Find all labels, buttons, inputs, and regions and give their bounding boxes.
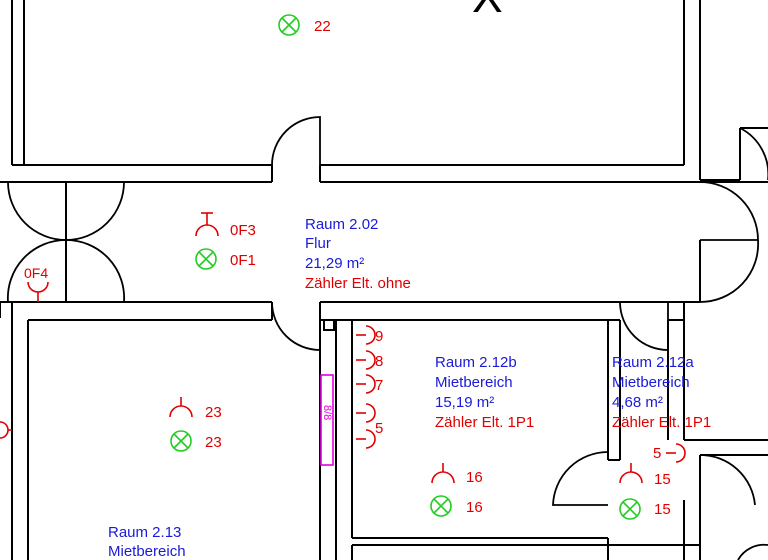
- ceiling-light-icon: [195, 248, 217, 270]
- room-type: Mietbereich: [435, 374, 513, 391]
- room-meter: Zähler Elt. ohne: [305, 275, 411, 292]
- room-area: 21,29 m²: [305, 255, 364, 272]
- socket-0f3: 0F3: [195, 212, 256, 239]
- lamp-label: 15: [654, 501, 671, 518]
- lamp-label: 23: [205, 434, 222, 451]
- top-lamp: 22: [278, 14, 331, 36]
- door-swing-icon: [6, 239, 67, 303]
- socket-outlet-icon: [431, 463, 455, 484]
- room-type: Flur: [305, 235, 331, 252]
- socket-outlet-icon: [356, 403, 376, 449]
- socket-outlet-icon: [27, 281, 49, 302]
- socket-outlet-icon: [356, 374, 376, 394]
- door-swing-icon: [699, 181, 759, 241]
- door-swing-icon: [619, 301, 669, 351]
- socket-label: 5: [653, 445, 661, 462]
- room-area: 15,19 m²: [435, 394, 494, 411]
- door-swing-icon: [271, 301, 321, 351]
- room-label-2-12a: Raum 2.12a Mietbereich 4,68 m² Zähler El…: [612, 354, 711, 431]
- socket-23: 23: [169, 397, 222, 421]
- room-meter: Zähler Elt. 1P1: [435, 414, 534, 431]
- ceiling-light-icon: [619, 498, 641, 520]
- lamp-label: 16: [466, 499, 483, 516]
- door-swing-icon: [552, 451, 609, 506]
- lamp-label: 0F1: [230, 252, 256, 269]
- wall-sockets-2-12b: 9 8 7 5: [356, 325, 383, 449]
- lamp-23: 23: [170, 430, 222, 452]
- room-meter: Zähler Elt. 1P1: [612, 414, 711, 431]
- room-name: Raum 2.12a: [612, 354, 694, 371]
- distribution-board: 8/8: [320, 374, 334, 466]
- door-swing-icon: [699, 239, 760, 303]
- room-name: Raum 2.12b: [435, 354, 517, 371]
- socket-label: 23: [205, 404, 222, 421]
- socket-outlet-icon: [195, 212, 219, 237]
- socket-outlet-icon: [666, 443, 686, 463]
- socket-label: 0F3: [230, 222, 256, 239]
- socket-label: 5: [375, 420, 383, 437]
- socket-16: 16: [431, 463, 483, 486]
- room-name: Raum 2.13: [108, 524, 181, 541]
- lamp-15: 15: [619, 498, 671, 520]
- room-area: 4,68 m²: [612, 394, 663, 411]
- doors: [6, 116, 768, 560]
- socket-label: 8: [375, 353, 383, 370]
- room-name: Raum 2.02: [305, 216, 378, 233]
- socket-label: 7: [375, 377, 383, 394]
- room-type: Mietbereich: [612, 374, 690, 391]
- socket-label: 0F4: [24, 265, 48, 281]
- door-swing-icon: [65, 239, 126, 303]
- lamp-0f1: 0F1: [195, 248, 256, 270]
- room-marker: X: [472, 0, 503, 22]
- ceiling-light-icon: [278, 14, 300, 36]
- board-label: 8/8: [321, 405, 333, 420]
- socket-outlet-icon: [619, 463, 643, 484]
- room-label-flur: Raum 2.02 Flur 21,29 m² Zähler Elt. ohne: [305, 216, 411, 292]
- ceiling-light-icon: [170, 430, 192, 452]
- socket-15: 15: [619, 463, 671, 488]
- door-swing-icon: [271, 116, 321, 166]
- socket-label: 16: [466, 469, 483, 486]
- socket-5-wall: 5: [653, 443, 686, 463]
- door-swing-icon: [739, 127, 768, 180]
- room-label-2-12b: Raum 2.12b Mietbereich 15,19 m² Zähler E…: [435, 354, 534, 431]
- socket-outlet-icon: [356, 325, 376, 345]
- socket-label: 9: [375, 328, 383, 345]
- lamp-16: 16: [430, 495, 483, 517]
- socket-outlet-icon: [356, 350, 376, 370]
- socket-outlet-icon: [169, 397, 193, 418]
- door-swing-icon: [737, 543, 768, 560]
- door-swing-icon: [65, 181, 125, 241]
- room-label-2-13: Raum 2.13 Mietbereich: [108, 524, 186, 560]
- door-swing-icon: [699, 454, 756, 506]
- room-type: Mietbereich: [108, 543, 186, 560]
- ceiling-light-icon: [430, 495, 452, 517]
- door-swing-icon: [7, 181, 67, 241]
- socket-0f4: 0F4: [24, 265, 49, 302]
- socket-outlet-icon: [0, 421, 12, 439]
- socket-label: 15: [654, 471, 671, 488]
- lamp-label: 22: [314, 18, 331, 35]
